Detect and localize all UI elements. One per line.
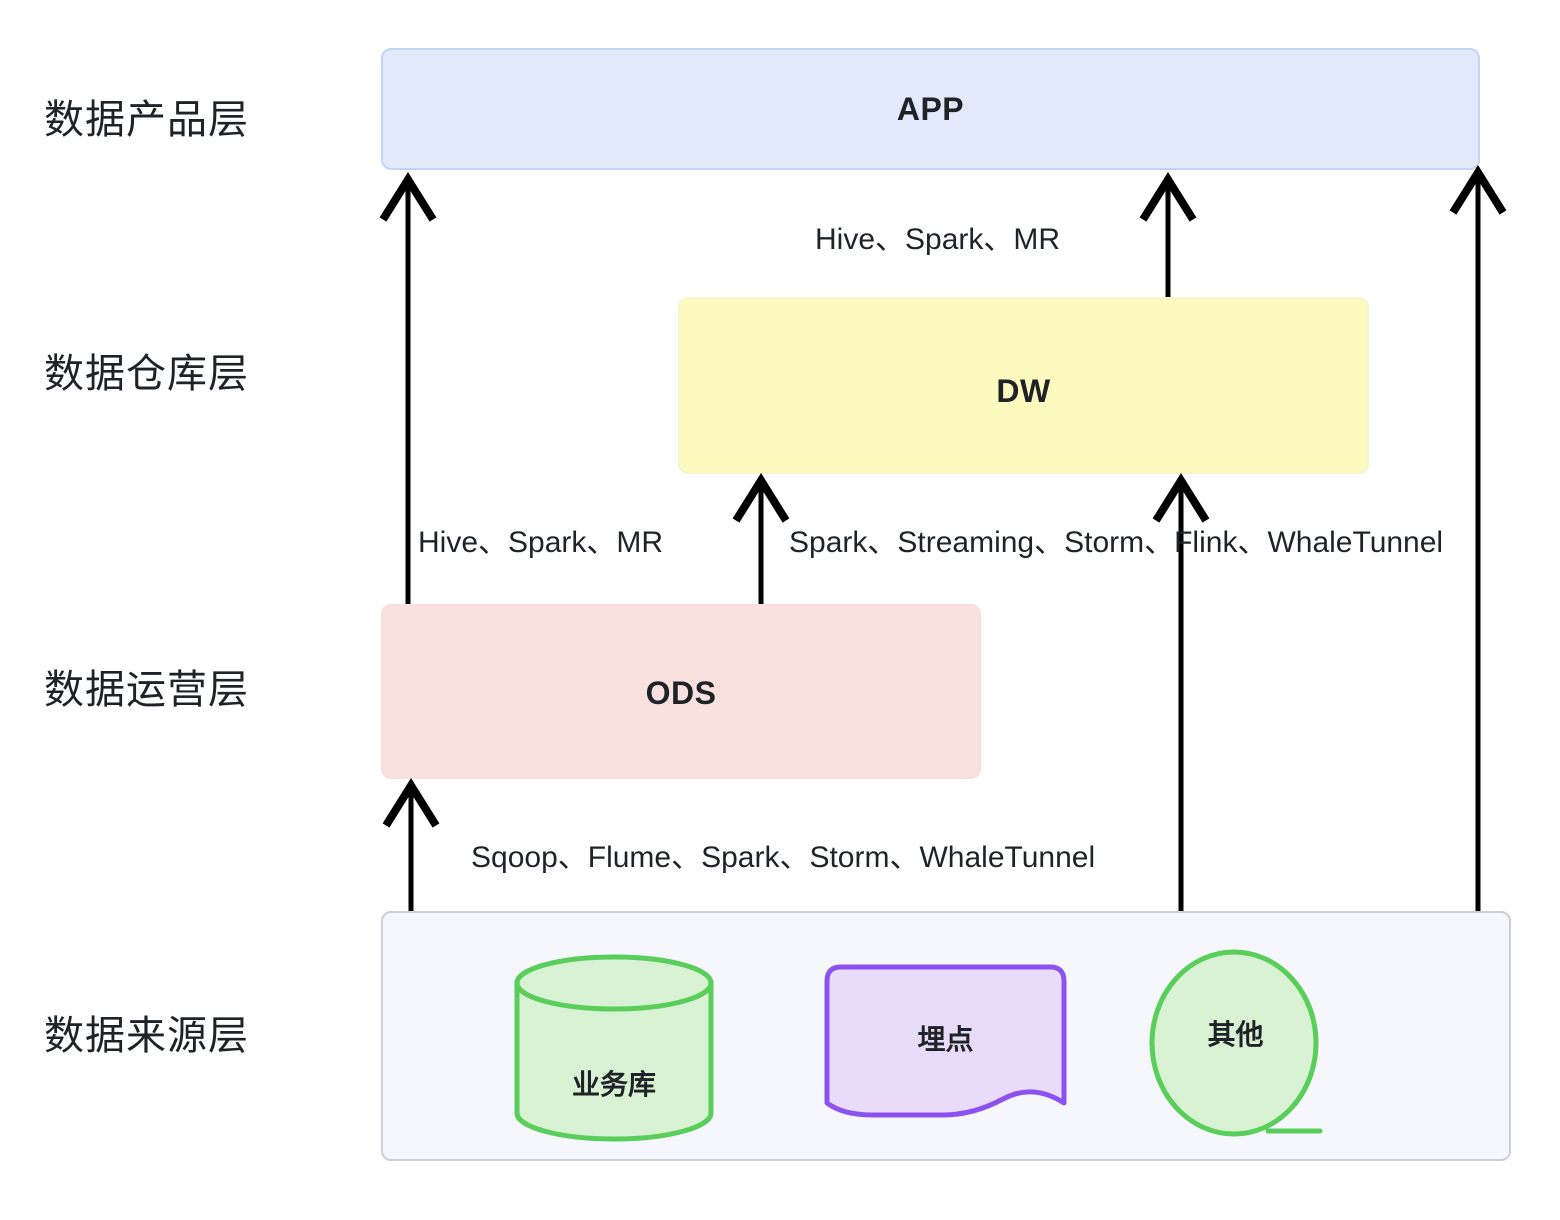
layer-box-ods[interactable]: ODS (381, 604, 981, 779)
edge-label-source-to-ods: Sqoop、Flume、Spark、Storm、WhaleTunnel (471, 841, 1096, 874)
edge-label-ods-to-app: Hive、Spark、MR (418, 526, 664, 559)
tier-label-data-warehouse: 数据仓库层 (44, 352, 249, 396)
tier-label-data-operation: 数据运营层 (44, 668, 249, 712)
cylinder-icon (513, 953, 715, 1143)
circle-icon (1148, 948, 1323, 1138)
edge-label-dw-to-app: Hive、Spark、MR (815, 223, 1061, 256)
layer-box-source[interactable]: 业务库 埋点 其他 (381, 911, 1511, 1161)
source-label-business-db: 业务库 (571, 1069, 656, 1100)
layer-box-dw[interactable]: DW (678, 297, 1369, 474)
edge-label-ods-to-dw: Spark、Streaming、Storm、Flink、WhaleTunnel (789, 526, 1444, 559)
tier-label-data-product: 数据产品层 (44, 98, 249, 142)
tier-label-data-source: 数据来源层 (44, 1014, 249, 1058)
layer-title-ods: ODS (645, 675, 717, 711)
source-label-other: 其他 (1207, 1019, 1264, 1050)
document-icon (823, 963, 1068, 1123)
layer-box-app[interactable]: APP (381, 48, 1480, 170)
layer-title-app: APP (896, 90, 965, 127)
layer-title-dw: DW (996, 373, 1051, 409)
source-label-tracking-point: 埋点 (917, 1024, 974, 1055)
